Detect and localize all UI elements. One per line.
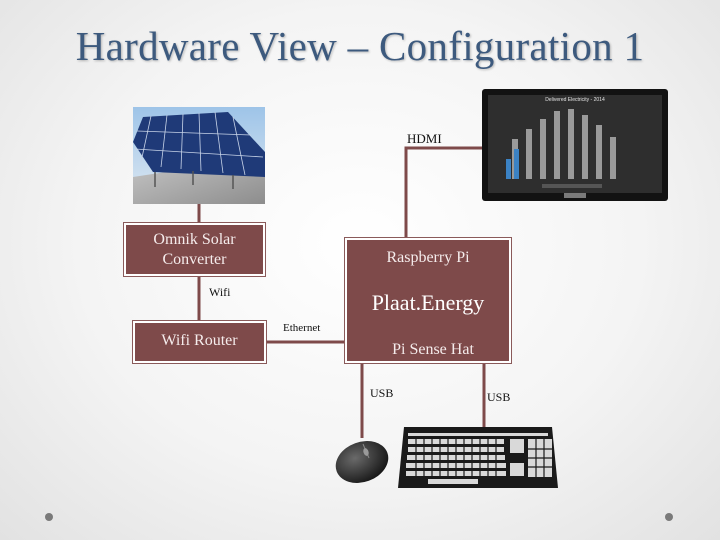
omnik-solar-converter-label: Omnik Solar Converter [153,231,236,268]
hdmi-label: HDMI [407,131,442,146]
monitor-chart-title: Delivered Electricity - 2014 [545,97,605,103]
wifi-router-box: Wifi Router [133,321,266,363]
raspberry-pi-title: Raspberry Pi [386,249,470,266]
raspberry-pi-box: Raspberry Pi Plaat.Energy Pi Sense Hat [345,238,511,363]
hdmi-wire [404,146,486,240]
keyboard-image [398,427,558,488]
mouse-image [333,436,391,486]
wifi-label: Wifi [209,285,231,299]
wifi-router-label: Wifi Router [161,332,238,349]
ethernet-label: Ethernet [283,322,321,334]
usb-mouse-label: USB [370,386,394,400]
slide-title: Hardware View – Configuration 1 [75,23,645,69]
omnik-solar-converter-box: Omnik Solar Converter [124,223,265,276]
solar-panel-image [133,107,265,204]
decorative-dot-right [665,513,673,521]
pi-sense-hat-label: Pi Sense Hat [392,341,474,358]
usb-keyboard-label: USB [487,390,511,404]
decorative-dot-left [45,513,53,521]
plaat-energy-label: Plaat.Energy [371,290,485,315]
monitor-image: Delivered Electricity - 2014 [482,89,668,205]
